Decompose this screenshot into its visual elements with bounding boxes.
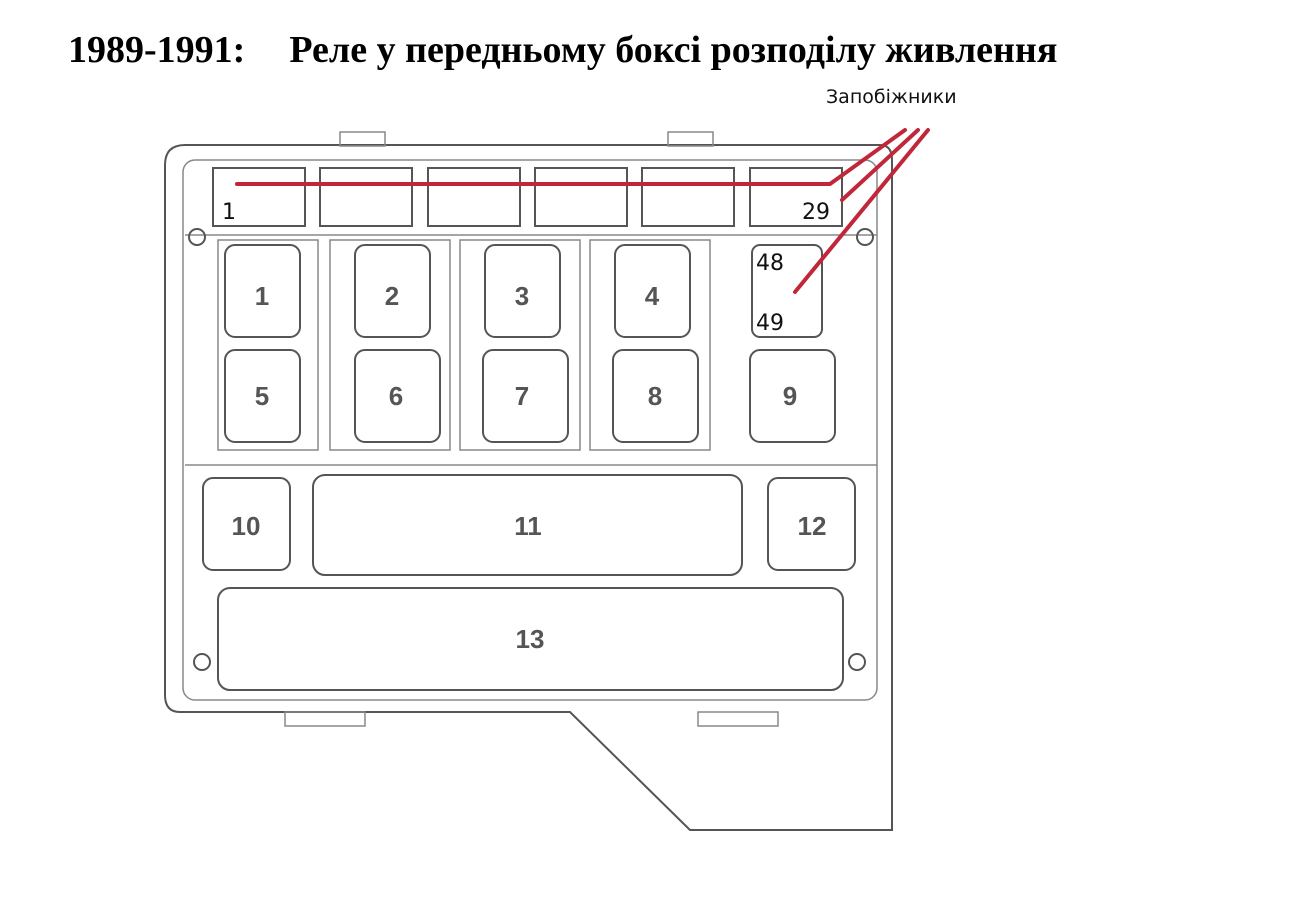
- svg-text:13: 13: [516, 624, 545, 654]
- bottom-tab: [697, 711, 779, 727]
- relay-4: 4: [614, 244, 691, 338]
- fuse-block-48-49: [751, 244, 823, 338]
- svg-text:5: 5: [255, 381, 269, 411]
- svg-text:9: 9: [783, 381, 797, 411]
- top-tab: [339, 131, 386, 147]
- relay-5: 5: [224, 349, 301, 443]
- title-text: Реле у передньому боксі розподілу живлен…: [289, 29, 1058, 71]
- relay-12: 12: [767, 477, 856, 571]
- relay-3: 3: [484, 244, 561, 338]
- fuse-highlight-lines: [235, 128, 930, 294]
- box-housing: [164, 144, 893, 831]
- relay-11: 11: [312, 474, 743, 576]
- svg-text:10: 10: [232, 511, 261, 541]
- fuse-label-1: 1: [222, 200, 236, 225]
- screws: [188, 228, 874, 671]
- relay-7: 7: [482, 349, 569, 443]
- relay-9: 9: [749, 349, 836, 443]
- box-inner-panel: [182, 159, 878, 701]
- top-tab: [667, 131, 714, 147]
- svg-text:7: 7: [515, 381, 529, 411]
- diagram-title: 1989-1991: Реле у передньому боксі розпод…: [68, 28, 1057, 72]
- relay-6: 6: [354, 349, 441, 443]
- bottom-tab: [284, 711, 366, 727]
- relay-1: 1: [224, 244, 301, 338]
- relay-8: 8: [612, 349, 699, 443]
- fuses-callout-label: Запобіжники: [826, 86, 957, 108]
- fuse-strip: [212, 167, 843, 227]
- svg-text:4: 4: [645, 281, 660, 311]
- fuse-label-29: 29: [802, 200, 830, 225]
- relay-13: 13: [217, 587, 844, 691]
- svg-text:11: 11: [514, 511, 542, 541]
- fuse-label-48: 48: [756, 251, 784, 276]
- svg-text:8: 8: [648, 381, 662, 411]
- svg-text:3: 3: [515, 281, 529, 311]
- svg-text:12: 12: [798, 511, 827, 541]
- fuse-label-49: 49: [756, 311, 784, 336]
- svg-text:2: 2: [385, 281, 399, 311]
- title-years: 1989-1991:: [68, 29, 246, 71]
- svg-text:1: 1: [255, 281, 269, 311]
- svg-text:6: 6: [389, 381, 403, 411]
- relay-10: 10: [202, 477, 291, 571]
- relay-2: 2: [354, 244, 431, 338]
- relay-columns: [217, 239, 711, 451]
